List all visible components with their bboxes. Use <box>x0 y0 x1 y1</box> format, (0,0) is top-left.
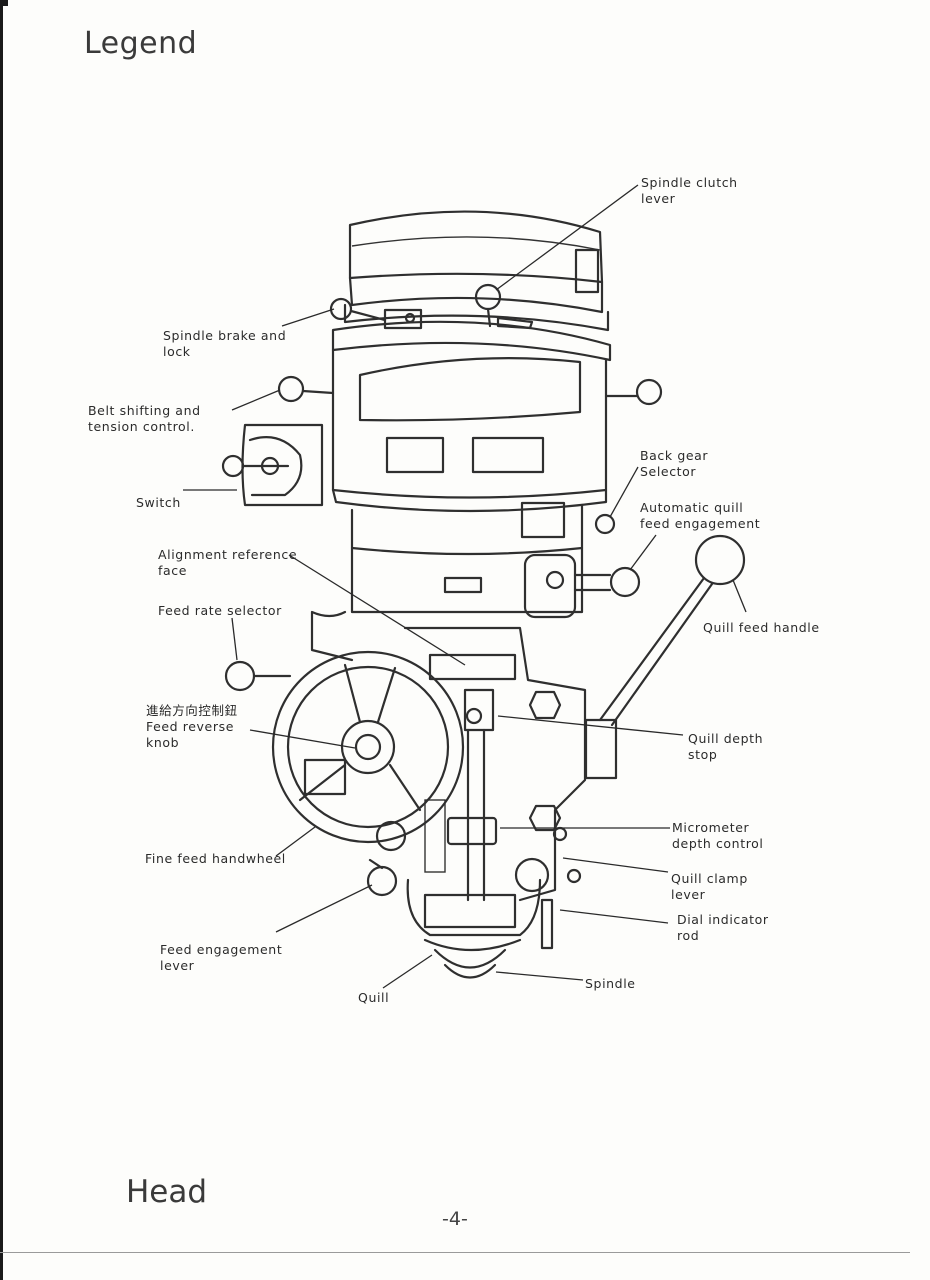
page-edge <box>0 0 3 1280</box>
head-title: Head <box>126 1174 208 1210</box>
switch-box <box>221 423 324 507</box>
label-quill-clamp-lever: Quill clamp lever <box>671 871 748 902</box>
label-feed-engagement-lever: Feed engagement lever <box>160 942 283 973</box>
label-belt-shifting: Belt shifting and tension control. <box>88 403 201 434</box>
belt-housing <box>331 348 608 513</box>
label-back-gear-selector: Back gear Selector <box>640 448 709 479</box>
top-levers <box>329 283 534 330</box>
label-feed-reverse-knob: 進給方向控制鈕 Feed reverse knob <box>146 703 238 750</box>
label-quill-feed-handle: Quill feed handle <box>703 620 820 635</box>
label-spindle-clutch-lever: Spindle clutch lever <box>641 175 738 206</box>
legend-title: Legend <box>84 26 198 61</box>
label-fine-feed-handwheel: Fine feed handwheel <box>145 851 286 866</box>
label-dial-indicator-rod: Dial indicator rod <box>677 912 769 943</box>
auto-feed-assembly <box>523 513 641 619</box>
label-switch: Switch <box>136 495 181 510</box>
label-micrometer-depth: Micrometer depth control <box>672 820 764 851</box>
label-auto-quill-feed: Automatic quill feed engagement <box>640 500 761 531</box>
motor-housing <box>331 210 612 362</box>
label-quill-depth-stop: Quill depth stop <box>688 731 764 762</box>
bottom-rule <box>0 1252 910 1253</box>
page-corner-mark <box>0 0 8 6</box>
depth-stop-screw <box>423 653 517 929</box>
label-alignment-face: Alignment reference face <box>158 547 298 578</box>
label-spindle-brake-lock: Spindle brake and lock <box>163 328 287 359</box>
label-spindle: Spindle <box>585 976 636 991</box>
label-quill: Quill <box>358 990 390 1005</box>
page-number: -4- <box>442 1208 468 1230</box>
leader-lines <box>183 184 747 989</box>
quill-feed-handle <box>584 534 746 780</box>
fine-feed-handwheel <box>224 650 465 897</box>
label-feed-rate-selector: Feed rate selector <box>158 603 282 618</box>
side-knobs <box>277 375 663 406</box>
